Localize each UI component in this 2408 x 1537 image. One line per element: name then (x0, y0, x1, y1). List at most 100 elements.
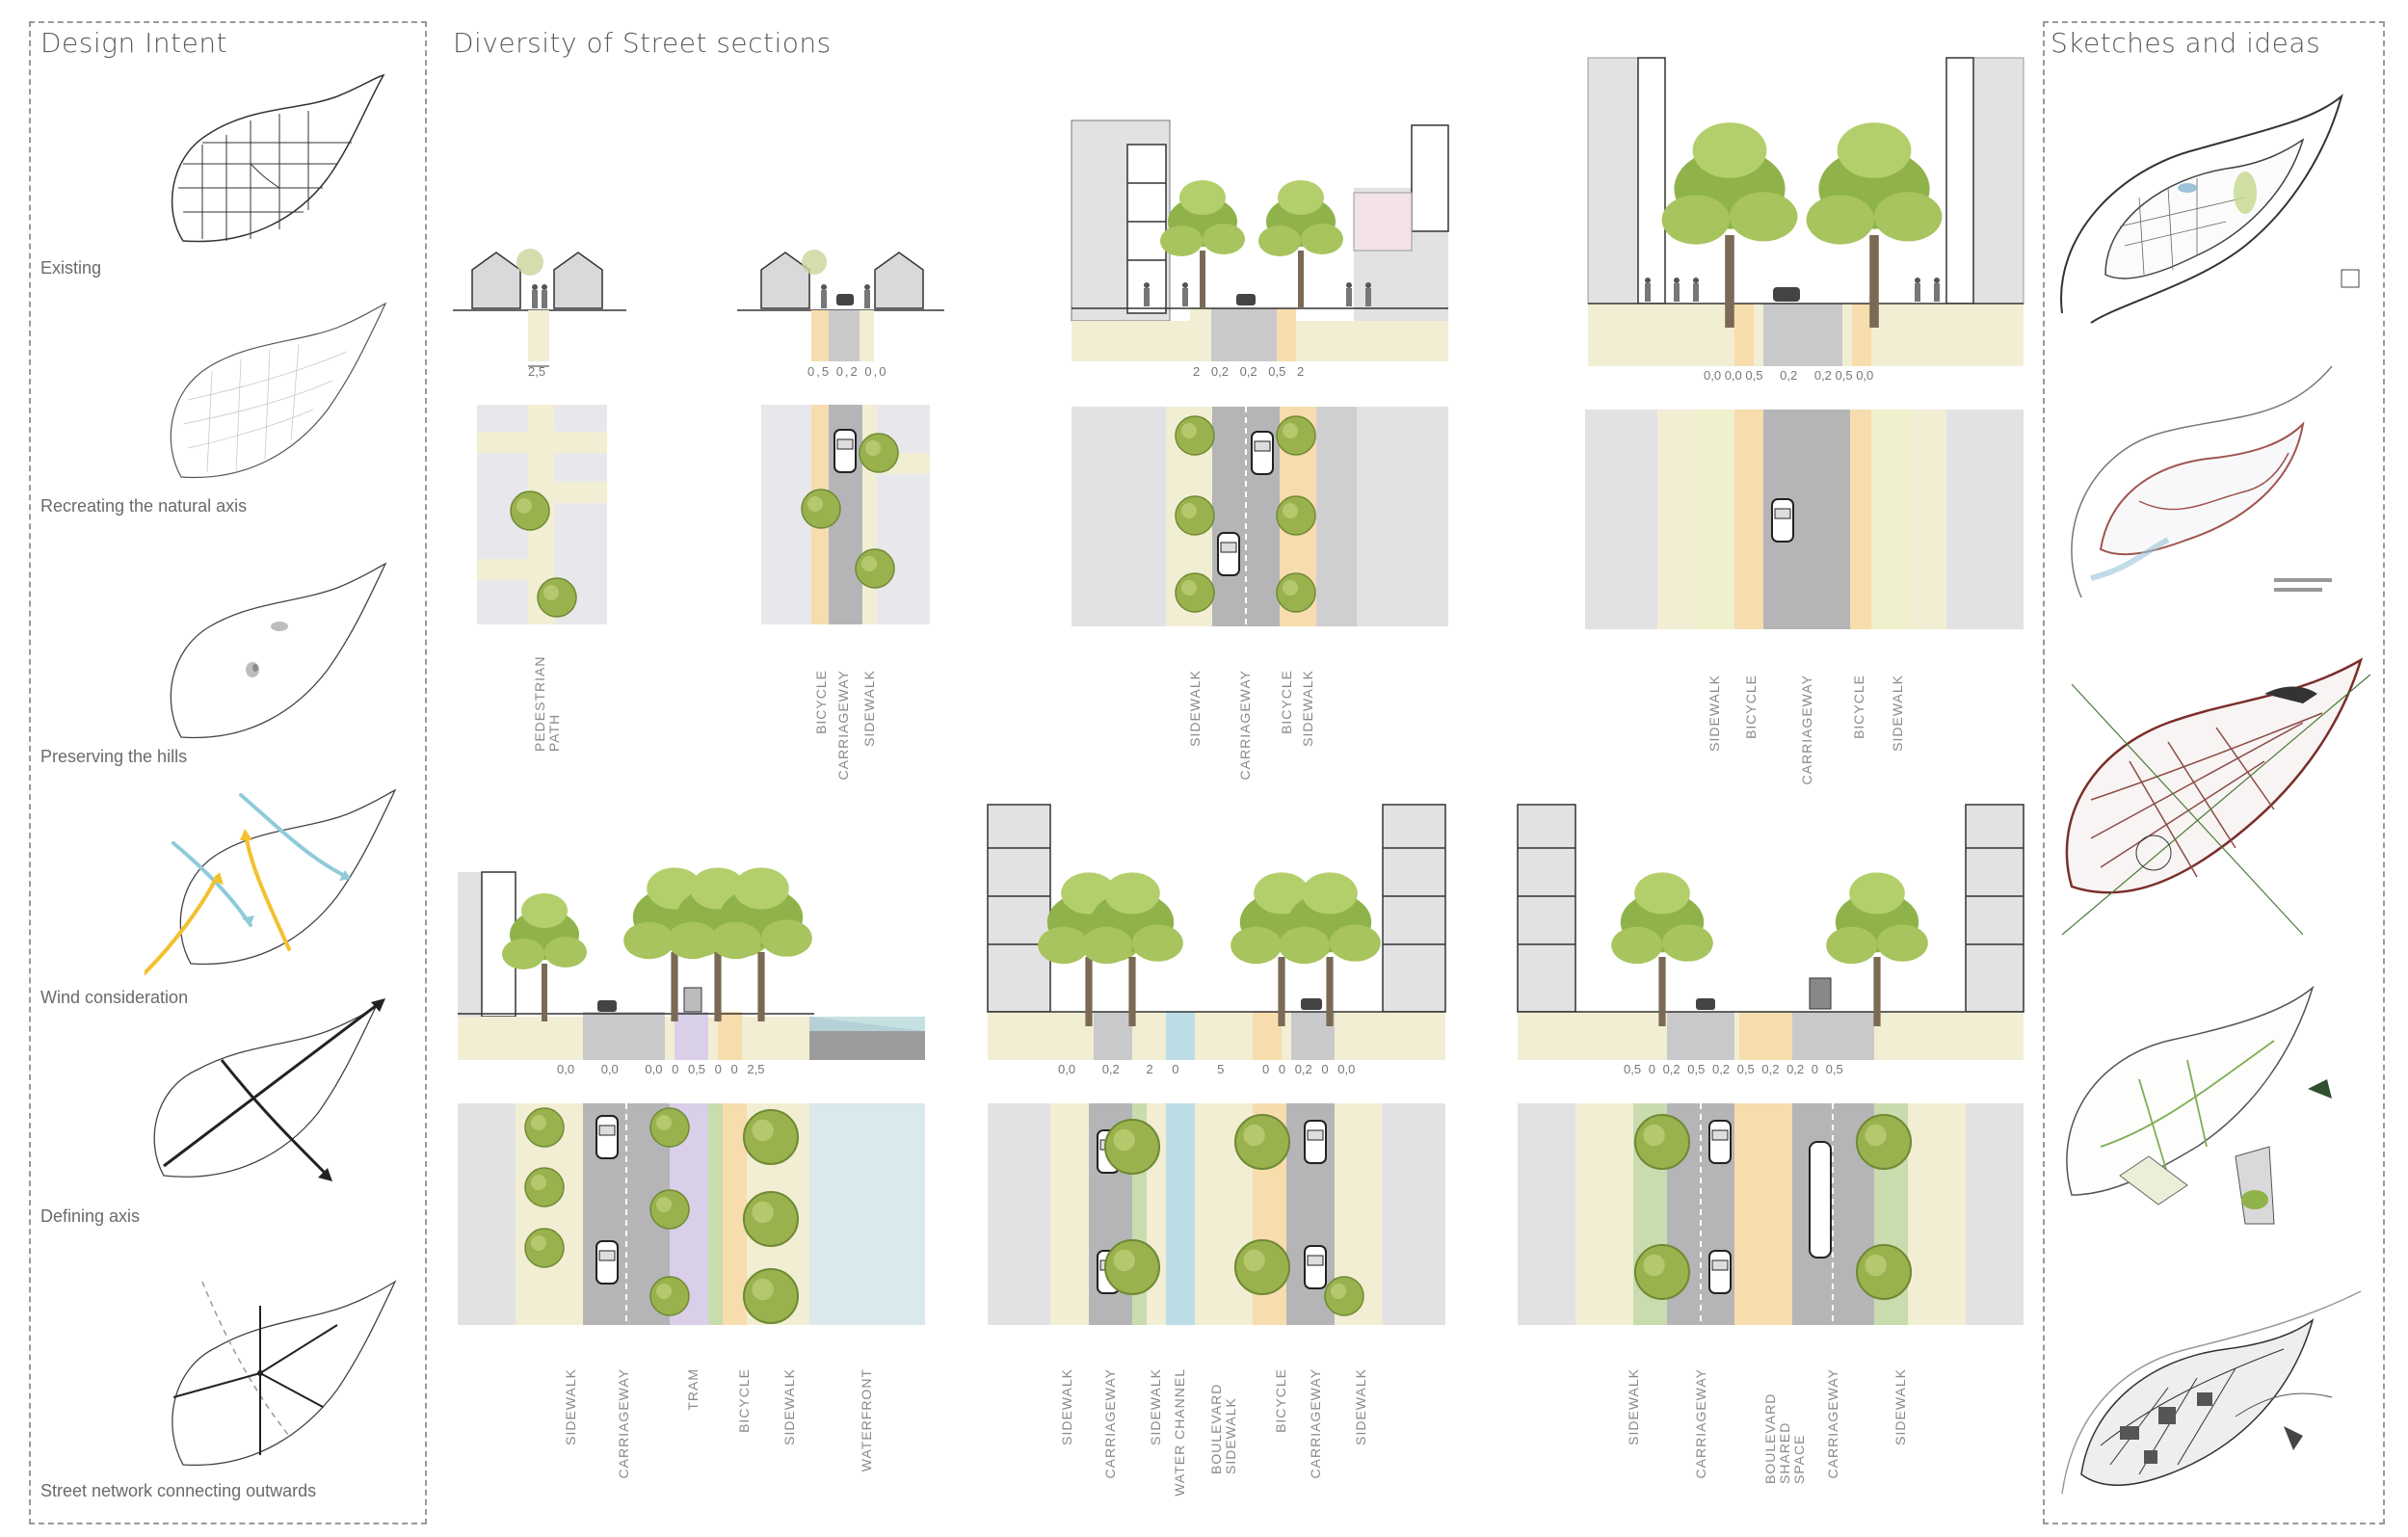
intent-label-wind: Wind consideration (40, 988, 189, 1007)
sketches-panel (2043, 21, 2385, 1524)
section-2-elevation (737, 250, 944, 361)
dim: 0,2 (1662, 1062, 1680, 1076)
dim: 0,0 (600, 1062, 619, 1076)
street-sections-title: Diversity of Street sections (453, 27, 832, 59)
sketch-3 (2061, 657, 2371, 936)
dim: 0,5 (1745, 368, 1763, 383)
dim: 0,0 (1337, 1062, 1356, 1076)
dim: 0,0 (645, 1062, 663, 1076)
section-3-label: SIDEWALK (1187, 670, 1203, 747)
dim: 0,5 (687, 1062, 706, 1076)
section-3-label: BICYCLE (1279, 670, 1294, 734)
section-5-label: WATERFRONT (859, 1368, 874, 1472)
dim: 0,2 (835, 364, 860, 379)
section-1-label: PEDESTRIAN PATH (532, 655, 562, 752)
dim: 0 (1261, 1062, 1270, 1076)
leaf-axis-icon (153, 998, 385, 1181)
dim: 0,0 (1704, 368, 1722, 383)
dim: 0,5 (1687, 1062, 1706, 1076)
section-7-dims: 0,5 0 0,2 0,5 0,2 0,5 0,2 0,2 0 0,5 (1624, 1062, 1843, 1076)
intent-label-existing: Existing (40, 258, 102, 278)
dim: 0 (672, 1062, 679, 1076)
dim: 0,2 (1786, 1062, 1805, 1076)
section-7-plan (1518, 1103, 2024, 1325)
dim: 0 (1172, 1062, 1179, 1076)
leaf-grid-icon (171, 73, 385, 243)
dim: 0,0 (557, 1062, 575, 1076)
section-3-label: CARRIAGEWAY (1237, 670, 1253, 781)
dim: 0,0 (1856, 368, 1874, 383)
dim: 0,5 (1825, 1062, 1843, 1076)
dim: 0,0 (1724, 368, 1742, 383)
dim: 2,5 (747, 1062, 765, 1076)
leaf-hills-icon (170, 562, 387, 739)
section-6-label: SIDEWALK (1353, 1368, 1368, 1445)
section-4-label: BICYCLE (1743, 675, 1759, 739)
dim: 2 (1193, 364, 1201, 379)
section-6-label: BICYCLE (1273, 1368, 1288, 1433)
section-6-label: CARRIAGEWAY (1102, 1368, 1118, 1479)
dim: 0 (1811, 1062, 1819, 1076)
section-6-label: CARRIAGEWAY (1308, 1368, 1323, 1479)
section-6-dims: 0,0 0,2 2 0 5 0 0 0,2 0 0,0 (1058, 1062, 1355, 1076)
section-7-label: SIDEWALK (1892, 1368, 1908, 1445)
section-5-label: TRAM (685, 1368, 701, 1411)
section-7-label: CARRIAGEWAY (1825, 1368, 1840, 1479)
dim: 0,2 (1813, 368, 1832, 383)
dim: 0,2 (1711, 1062, 1731, 1076)
section-6-label: SIDEWALK (1148, 1368, 1163, 1445)
section-1-dims: 2,5 (528, 364, 545, 379)
intent-label-hills: Preserving the hills (40, 747, 188, 766)
section-4-label: BICYCLE (1851, 675, 1866, 739)
section-4-label: SIDEWALK (1707, 675, 1722, 752)
section-2-label: BICYCLE (813, 670, 829, 734)
dim: 0,5 (1268, 364, 1286, 379)
leaf-faint-grid-icon (170, 302, 387, 479)
dim: 2 (1296, 364, 1305, 379)
dim: 0,5 (807, 364, 832, 379)
section-4-dims: 0,0 0,0 0,5 0,2 0,2 0,5 0,0 (1704, 368, 1873, 383)
section-4-plan (1585, 410, 2024, 629)
section-7-label: SIDEWALK (1626, 1368, 1641, 1445)
section-6-label: SIDEWALK (1059, 1368, 1074, 1445)
section-3-elevation (1071, 119, 1449, 361)
dim: 0,5 (1835, 368, 1853, 383)
dim: 0 (730, 1062, 738, 1076)
section-1-dim: 2,5 (528, 364, 546, 379)
section-3-dims: 2 0,2 0,2 0,5 2 (1193, 364, 1304, 379)
dim: 0,5 (1736, 1062, 1755, 1076)
dim: 0,2 (1239, 364, 1257, 379)
intent-label-network: Street network connecting outwards (40, 1481, 317, 1500)
street-sections-drawing (453, 57, 2024, 1325)
section-6-plan (988, 1103, 1445, 1325)
dim: 2 (1146, 1062, 1153, 1076)
dim: 0,5 (1624, 1062, 1642, 1076)
section-4-elevation (1587, 57, 2024, 366)
section-5-label: CARRIAGEWAY (616, 1368, 631, 1479)
sketch-2 (2071, 365, 2333, 598)
dim: 0 (1321, 1062, 1329, 1076)
leaf-network-icon (172, 1280, 397, 1467)
section-7-label: BOULEVARD SHARED SPACE (1762, 1392, 1807, 1484)
dim: 0,2 (1210, 364, 1229, 379)
intent-label-natural-axis: Recreating the natural axis (40, 496, 248, 516)
section-5-label: SIDEWALK (563, 1368, 578, 1445)
section-3-plan (1072, 407, 1448, 626)
section-3-label: SIDEWALK (1300, 670, 1315, 747)
sketch-5 (2061, 1290, 2362, 1495)
section-7-elevation (1517, 804, 2024, 1060)
sketch-4 (2066, 985, 2332, 1225)
dim: 0,2 (1780, 368, 1798, 383)
sketch-1 (2060, 93, 2360, 324)
section-5-plan (458, 1103, 925, 1325)
dim: 0,0 (1058, 1062, 1076, 1076)
section-4-label: CARRIAGEWAY (1799, 675, 1814, 785)
dim: 0,2 (1294, 1062, 1312, 1076)
dim: 0 (714, 1062, 722, 1076)
dim: 5 (1217, 1062, 1225, 1076)
section-7-label: CARRIAGEWAY (1693, 1368, 1708, 1479)
dim: 0 (1278, 1062, 1286, 1076)
section-5-label: SIDEWALK (781, 1368, 797, 1445)
dim: 0,0 (864, 364, 888, 379)
section-2-label: CARRIAGEWAY (835, 670, 851, 781)
